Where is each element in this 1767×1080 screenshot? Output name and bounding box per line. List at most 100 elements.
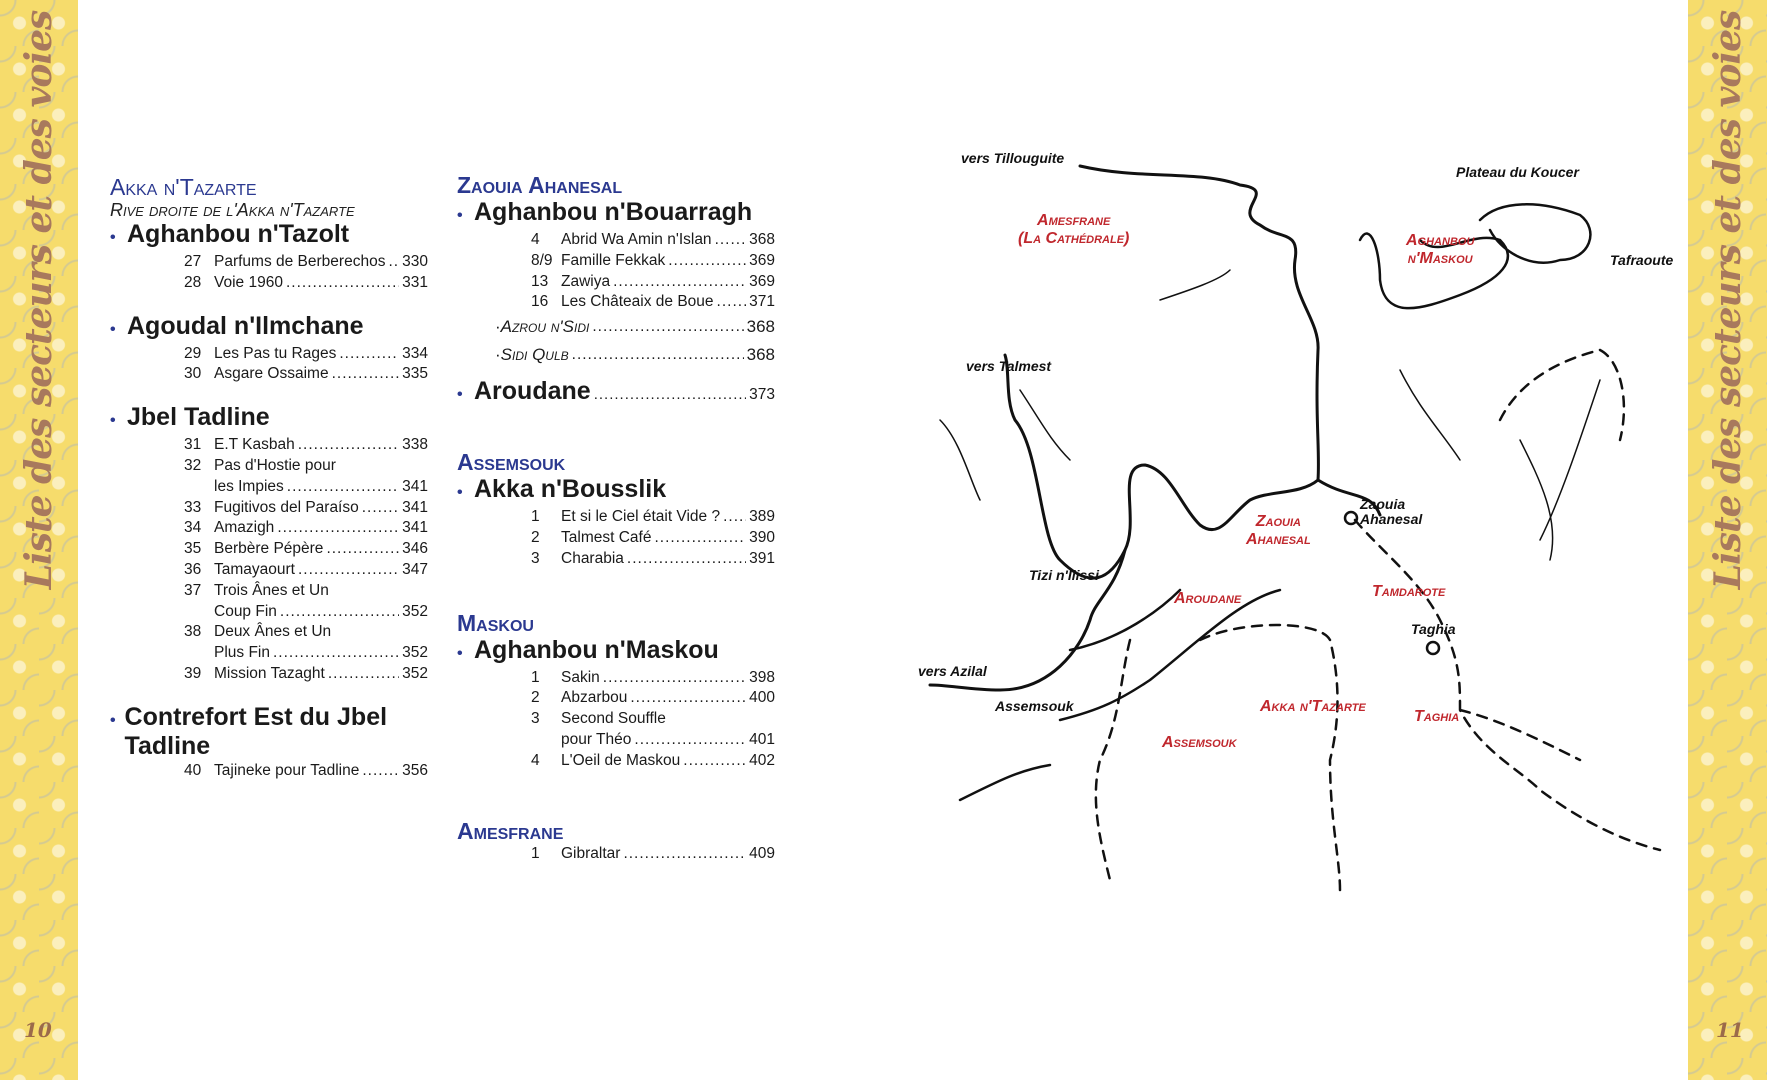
route-name: Talmest Café: [561, 528, 652, 546]
section-title-vertical: Liste des secteurs et des voies: [1706, 10, 1749, 590]
spacer: [457, 570, 775, 610]
page-number: 352: [402, 644, 428, 662]
bullet-icon: •: [110, 711, 116, 729]
route-name: Pas d'Hostie pour: [214, 456, 336, 474]
map-label-sector: Amesfrane(La Cathédrale): [1018, 212, 1129, 248]
page-number: 389: [749, 508, 775, 526]
route-name: Zawiya: [561, 272, 611, 290]
group-name: Aroudane: [474, 377, 591, 406]
route-number: [184, 477, 214, 498]
dot-leader: ........................................…: [668, 251, 746, 269]
route-entry: 3Charabia...............................…: [457, 549, 775, 570]
bullet-icon: •: [110, 229, 116, 246]
route-number: 13: [531, 272, 549, 290]
village-marker: [1425, 640, 1441, 656]
dot-leader: ........................................…: [716, 293, 747, 311]
bullet-icon: •: [457, 644, 463, 662]
route-entry: 1Et si le Ciel était Vide ?.............…: [457, 507, 775, 528]
page-number: 341: [402, 498, 428, 516]
route-number: [184, 643, 214, 664]
page-number: 398: [749, 668, 775, 686]
page-number: 369: [749, 251, 775, 269]
route-number: 39: [184, 664, 202, 682]
dot-leader: ........................................…: [362, 761, 400, 779]
map-label: vers Azilal: [918, 663, 987, 679]
map-label: Assemsouk: [995, 698, 1074, 714]
map-label: Akka n'Tazarte: [1260, 698, 1366, 715]
route-number: 1: [531, 668, 540, 686]
route-number: 40: [184, 761, 202, 779]
group-name: Aghanbou n'Bouarragh: [474, 198, 753, 226]
route-name: Gibraltar: [561, 844, 621, 862]
route-name: Amazigh: [214, 519, 275, 537]
route-name: Et si le Ciel était Vide ?: [561, 508, 721, 526]
route-number: 1: [531, 844, 540, 862]
route-entry: 1 Gibraltar..............................…: [457, 844, 775, 865]
spacer: [110, 294, 428, 312]
route-entry: 31E.T Kasbah............................…: [110, 435, 428, 456]
page-number: 335: [402, 365, 428, 383]
sub-area-name: Azrou n'Sidi: [500, 317, 590, 337]
sector-subtitle: Rive droite de l'Akka n'Tazarte: [110, 200, 355, 220]
page-number: 331: [402, 273, 428, 291]
route-number: 4: [531, 751, 540, 769]
map-label: n'Maskou: [1407, 250, 1473, 267]
dot-leader: ........................................…: [326, 540, 399, 558]
group-name: Agoudal n'Ilmchane: [127, 311, 364, 340]
route-number: 33: [184, 498, 202, 516]
page-number-right: 11: [1716, 1018, 1744, 1042]
group-heading: •Aghanbou n'Maskou: [457, 636, 775, 668]
page-number: 391: [749, 549, 775, 567]
route-number: 27: [184, 253, 202, 270]
page-number: 338: [402, 436, 428, 454]
route-entry: 4L'Oeil de Maskou.......................…: [457, 751, 775, 772]
route-name: Plus Fin: [214, 644, 270, 662]
group-heading: •Contrefort Est du Jbel Tadline: [110, 703, 428, 761]
page-number: 352: [402, 664, 428, 682]
bullet-icon: ·: [495, 345, 501, 365]
map-label: vers Talmest: [966, 358, 1052, 374]
route-entry: les Impies..............................…: [110, 477, 428, 498]
page-number: 368: [746, 317, 775, 337]
route-name: Voie 1960: [214, 273, 283, 291]
river: [928, 478, 1382, 692]
dot-leader: ........................................…: [277, 519, 400, 537]
route-number: 8/9: [531, 251, 553, 269]
group-heading: •Agoudal n'Ilmchane: [110, 312, 428, 344]
route-number: [184, 602, 214, 623]
route-name: Famille Fekkak: [561, 251, 666, 269]
dot-leader: ........................................…: [571, 346, 744, 364]
route-name: L'Oeil de Maskou: [561, 751, 681, 769]
route-name: Charabia: [561, 549, 624, 567]
group-name: Aghanbou n'Tazolt: [127, 220, 350, 248]
sub-area-entry: · Azrou n'Sidi..........................…: [457, 313, 775, 341]
dot-leader: ........................................…: [613, 272, 746, 290]
dot-leader: ........................................…: [593, 386, 746, 404]
spacer: [110, 385, 428, 403]
route-name: pour Théo: [561, 730, 632, 748]
sector-heading: Maskou: [457, 609, 534, 636]
dot-leader: ........................................…: [623, 844, 747, 862]
dot-leader: ........................................…: [327, 664, 399, 682]
page-number: 369: [749, 272, 775, 290]
page-number: 352: [402, 602, 428, 620]
dot-leader: ........................................…: [388, 253, 400, 270]
dot-leader: ........................................…: [286, 477, 399, 495]
route-entry: 8/9 Famille Fekkak.......................…: [457, 251, 775, 272]
group-heading: • Aghanbou n'Bouarragh: [457, 198, 775, 230]
dot-leader: ........................................…: [297, 436, 399, 454]
route-name: Fugitivos del Paraíso: [214, 498, 359, 516]
page-number: 390: [749, 528, 775, 546]
bullet-icon: •: [457, 207, 463, 224]
sector-heading: Amesfrane: [457, 817, 564, 844]
